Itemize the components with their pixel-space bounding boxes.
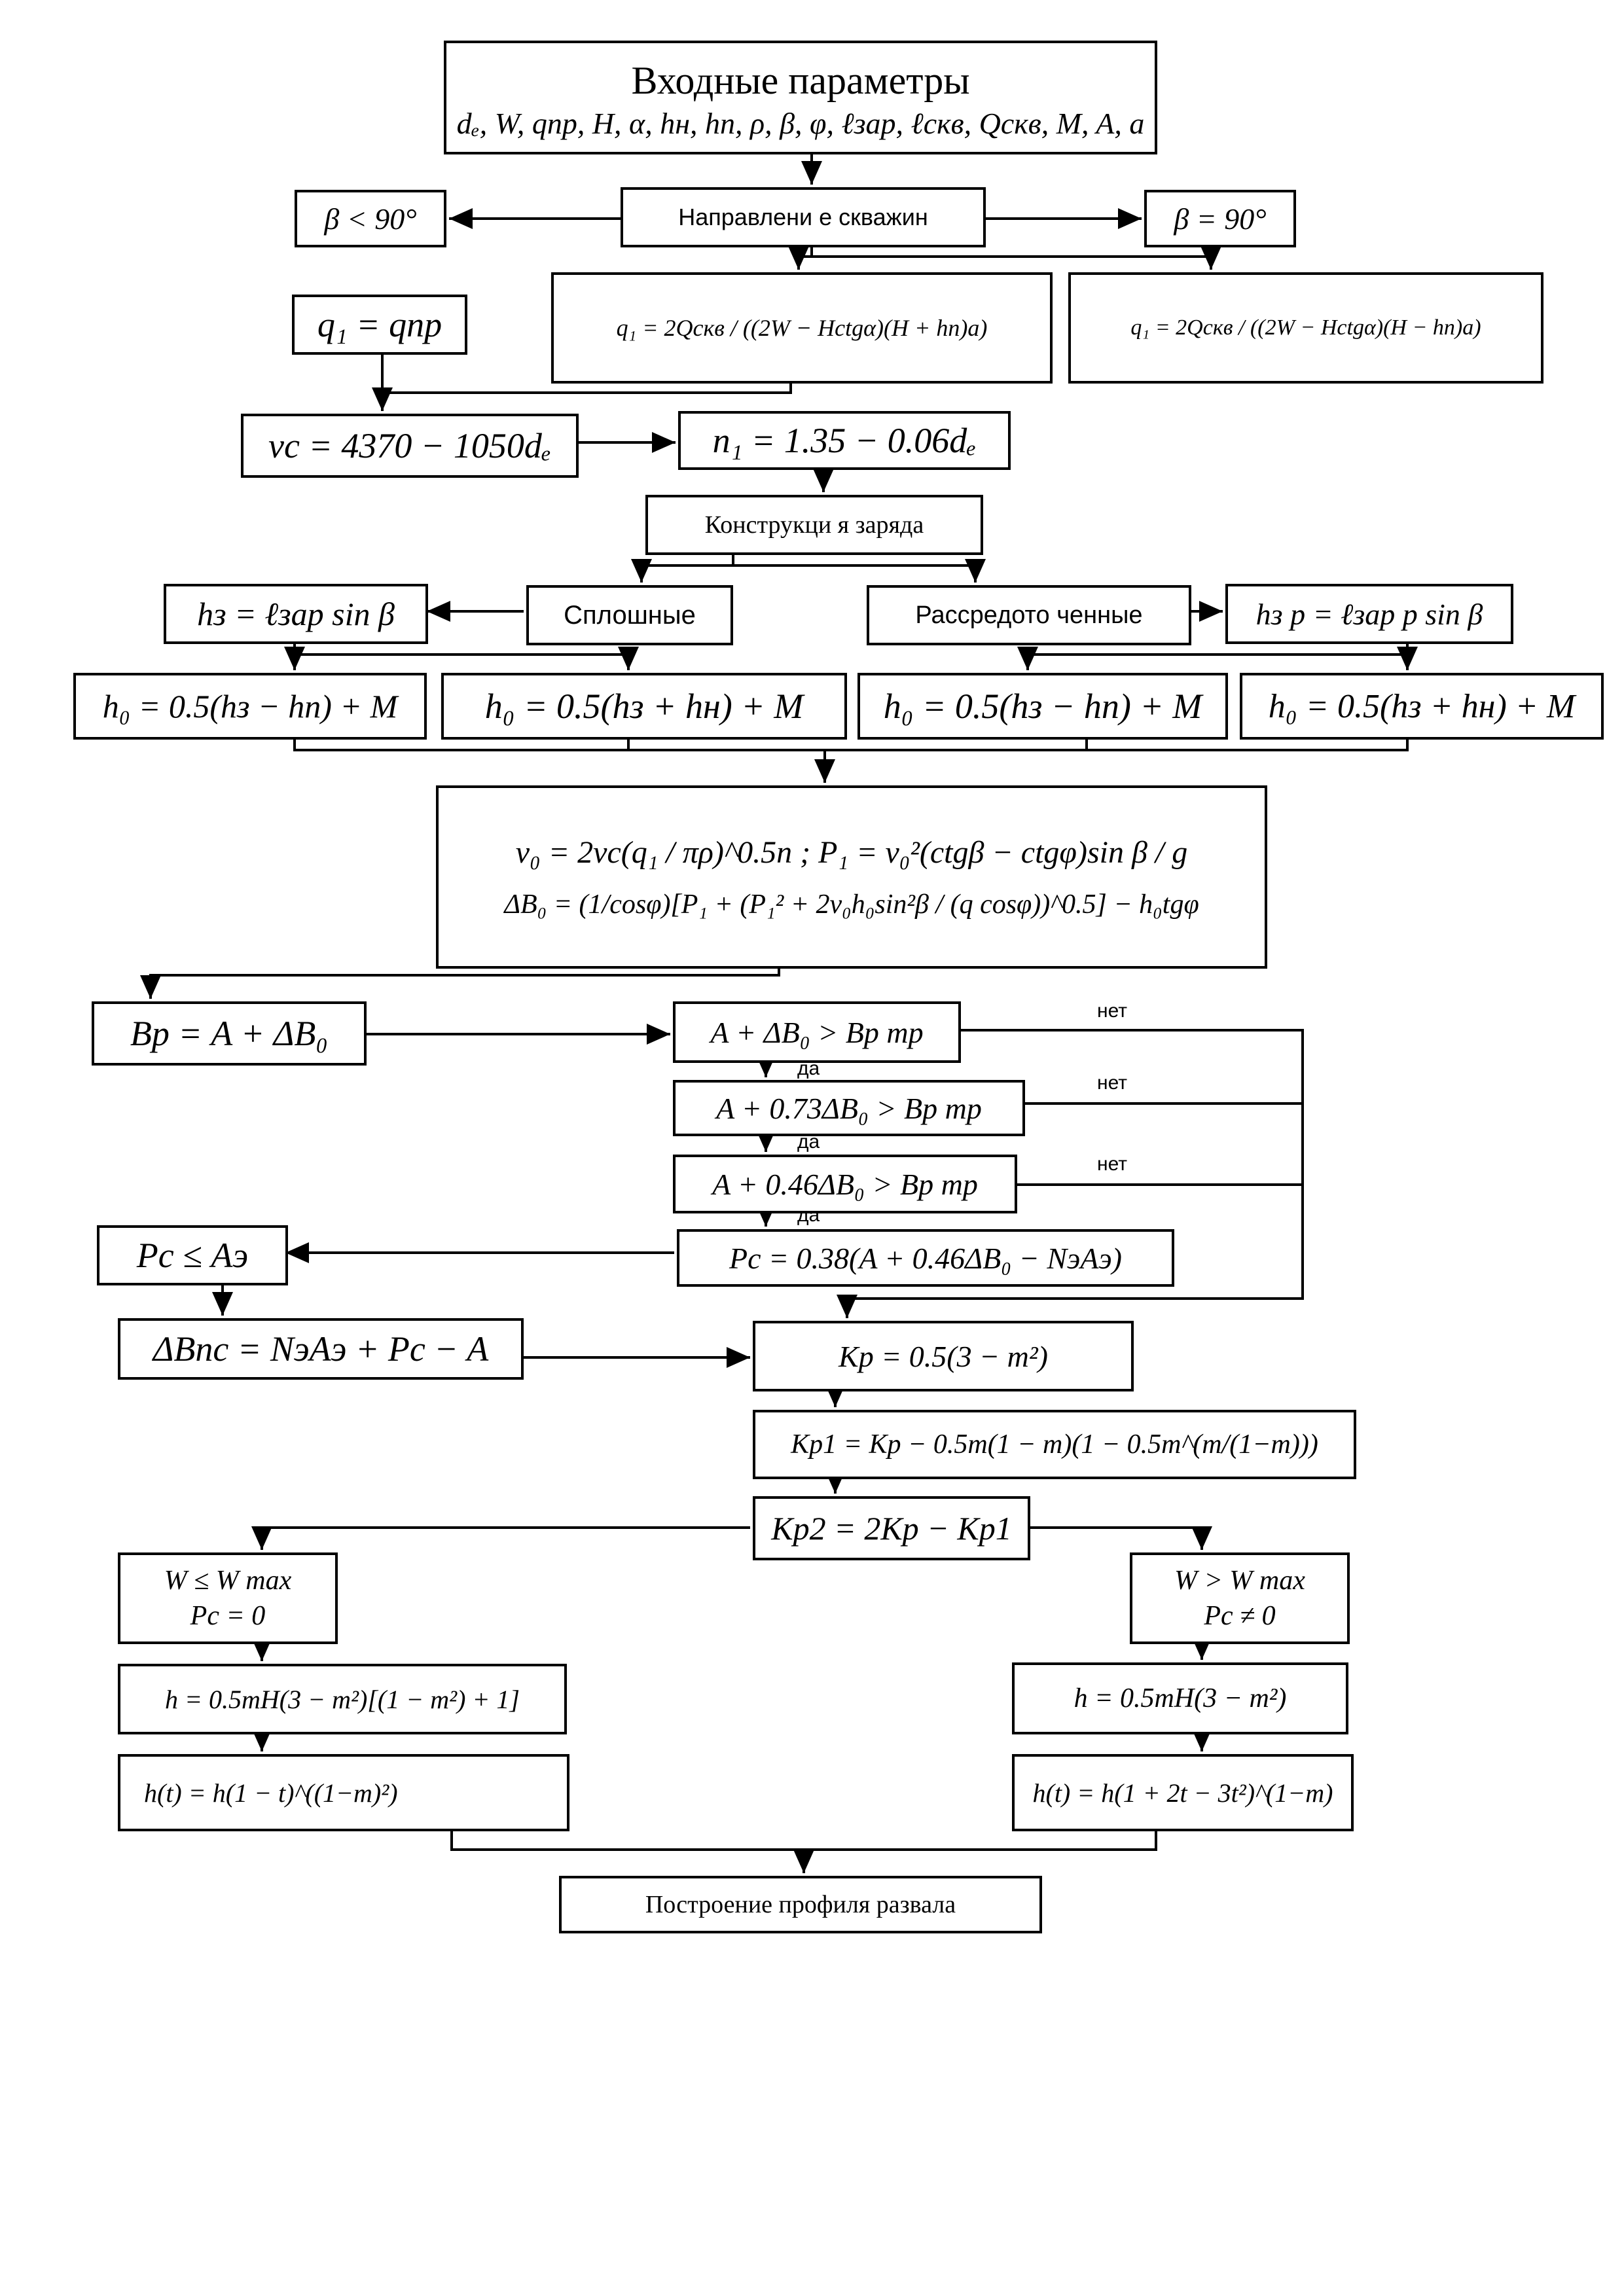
q1-pr-box: q₁ = qпр <box>292 295 467 355</box>
charge-construction-box: Конструкци я заряда <box>645 495 983 555</box>
solid-charge-box: Сплошные <box>526 585 733 645</box>
pc-formula-box: Pс = 0.38(A + 0.46ΔB₀ − NэAэ) <box>677 1229 1174 1287</box>
input-title: Входные параметры <box>631 59 970 102</box>
main-calc-line-1: v₀ = 2vс(q₁ / πρ)^0.5n ; P₁ = v₀²(ctgβ −… <box>515 834 1188 870</box>
right-cond-2: Pс ≠ 0 <box>1204 1601 1276 1631</box>
delta-bps-formula: ΔBпс = NэAэ + Pс − A <box>153 1329 489 1369</box>
h0-formula-1: h₀ = 0.5(hз − hп) + M <box>102 688 398 725</box>
left-branch-condition-box: W ≤ W max Pс = 0 <box>118 1552 338 1644</box>
pc-condition: Pс ≤ Aэ <box>136 1236 249 1275</box>
input-parameters-box: Входные параметры dₑ, W, qпр, H, α, hн, … <box>444 41 1157 154</box>
final-box: Построение профиля развала <box>559 1876 1042 1933</box>
charge-construction-label: Конструкци я заряда <box>704 511 924 539</box>
right-branch-condition-box: W > W max Pс ≠ 0 <box>1130 1552 1350 1644</box>
q1-right-formula: q₁ = 2Qскв / ((2W − Hctgα)(H − hп)a) <box>1130 315 1481 340</box>
beta-equal-90-box: β = 90° <box>1144 190 1296 247</box>
left-cond-2: Pс = 0 <box>190 1601 266 1631</box>
h-solid-formula: hз = ℓзар sin β <box>197 596 395 632</box>
input-params: dₑ, W, qпр, H, α, hн, hп, ρ, β, φ, ℓзар,… <box>456 107 1145 140</box>
q1-right-box: q₁ = 2Qскв / ((2W − Hctgα)(H − hп)a) <box>1068 272 1543 384</box>
dispersed-charge-box: Рассредото ченные <box>867 585 1191 645</box>
left-cond-1: W ≤ W max <box>164 1566 292 1596</box>
left-ht-box: h(t) = h(1 − t)^((1−m)²) <box>118 1754 569 1831</box>
condition-box-2: A + 0.73ΔB₀ > Bр тр <box>673 1080 1025 1136</box>
no-label-3: нет <box>1097 1153 1127 1175</box>
left-h-box: h = 0.5mH(3 − m²)[(1 − m²) + 1] <box>118 1664 567 1734</box>
condition-box-1: A + ΔB₀ > Bр тр <box>673 1001 961 1063</box>
h0-box-2: h₀ = 0.5(hз + hн) + M <box>441 673 847 740</box>
kp2-box: Kр2 = 2Kр − Kр1 <box>753 1496 1030 1560</box>
final-label: Построение профиля развала <box>645 1891 956 1918</box>
condition-box-3: A + 0.46ΔB₀ > Bр тр <box>673 1155 1017 1213</box>
beta-less-90: β < 90° <box>324 202 417 236</box>
kp-box: Kр = 0.5(3 − m²) <box>753 1321 1134 1391</box>
h0-box-3: h₀ = 0.5(hз − hп) + M <box>857 673 1228 740</box>
q1-pr-formula: q₁ = qпр <box>317 305 442 344</box>
h-dispersed-formula: hз р = ℓзар р sin β <box>1255 597 1483 631</box>
kp-formula: Kр = 0.5(3 − m²) <box>839 1339 1048 1373</box>
dispersed-charge-label: Рассредото ченные <box>915 601 1143 629</box>
vc-formula: vс = 4370 − 1050dₑ <box>268 426 551 465</box>
q1-left-box: q₁ = 2Qскв / ((2W − Hctgα)(H + hп)a) <box>551 272 1053 384</box>
right-cond-1: W > W max <box>1174 1566 1305 1596</box>
no-label-2: нет <box>1097 1072 1127 1094</box>
no-label-1: нет <box>1097 1000 1127 1022</box>
pc-formula: Pс = 0.38(A + 0.46ΔB₀ − NэAэ) <box>729 1241 1122 1275</box>
q1-left-formula: q₁ = 2Qскв / ((2W − Hctgα)(H + hп)a) <box>616 315 988 341</box>
delta-bps-box: ΔBпс = NэAэ + Pс − A <box>118 1318 524 1380</box>
condition-formula-2: A + 0.73ΔB₀ > Bр тр <box>716 1091 982 1125</box>
h-dispersed-box: hз р = ℓзар р sin β <box>1225 584 1513 644</box>
h0-formula-3: h₀ = 0.5(hз − hп) + M <box>883 687 1202 726</box>
left-ht-formula: h(t) = h(1 − t)^((1−m)²) <box>144 1778 398 1808</box>
n1-box: n₁ = 1.35 − 0.06dₑ <box>678 411 1011 470</box>
direction-label: Направлени е скважин <box>678 204 928 230</box>
vc-box: vс = 4370 − 1050dₑ <box>241 414 579 478</box>
solid-charge-label: Сплошные <box>564 600 696 630</box>
right-h-formula: h = 0.5mH(3 − m²) <box>1074 1683 1287 1713</box>
h0-box-1: h₀ = 0.5(hз − hп) + M <box>73 673 427 740</box>
yes-label-3: да <box>797 1204 820 1226</box>
right-h-box: h = 0.5mH(3 − m²) <box>1012 1662 1348 1734</box>
left-h-formula: h = 0.5mH(3 − m²)[(1 − m²) + 1] <box>165 1684 520 1714</box>
condition-formula-1: A + ΔB₀ > Bр тр <box>710 1015 924 1049</box>
main-calc-line-2: ΔB₀ = (1/cosφ)[P₁ + (P₁² + 2v₀h₀sin²β / … <box>504 889 1199 920</box>
condition-formula-3: A + 0.46ΔB₀ > Bр тр <box>712 1167 978 1201</box>
direction-box: Направлени е скважин <box>621 187 986 247</box>
h-solid-box: hз = ℓзар sin β <box>164 584 428 644</box>
h0-formula-2: h₀ = 0.5(hз + hн) + M <box>484 687 804 726</box>
kp1-formula: Kр1 = Kр − 0.5m(1 − m)(1 − 0.5m^(m/(1−m)… <box>791 1429 1318 1460</box>
right-ht-formula: h(t) = h(1 + 2t − 3t²)^(1−m) <box>1032 1778 1333 1808</box>
yes-label-1: да <box>797 1058 820 1079</box>
right-ht-box: h(t) = h(1 + 2t − 3t²)^(1−m) <box>1012 1754 1354 1831</box>
beta-less-90-box: β < 90° <box>295 190 446 247</box>
pc-condition-box: Pс ≤ Aэ <box>97 1225 288 1285</box>
h0-formula-4: h₀ = 0.5(hз + hн) + M <box>1268 687 1576 725</box>
bp-formula: Bр = A + ΔB₀ <box>130 1014 329 1053</box>
n1-formula: n₁ = 1.35 − 0.06dₑ <box>712 421 977 460</box>
beta-equal-90: β = 90° <box>1174 202 1267 236</box>
kp2-formula: Kр2 = 2Kр − Kр1 <box>771 1510 1012 1547</box>
kp1-box: Kр1 = Kр − 0.5m(1 − m)(1 − 0.5m^(m/(1−m)… <box>753 1410 1356 1479</box>
yes-label-2: да <box>797 1131 820 1153</box>
bp-box: Bр = A + ΔB₀ <box>92 1001 367 1066</box>
main-calculation-box: v₀ = 2vс(q₁ / πρ)^0.5n ; P₁ = v₀²(ctgβ −… <box>436 785 1267 969</box>
h0-box-4: h₀ = 0.5(hз + hн) + M <box>1240 673 1604 740</box>
